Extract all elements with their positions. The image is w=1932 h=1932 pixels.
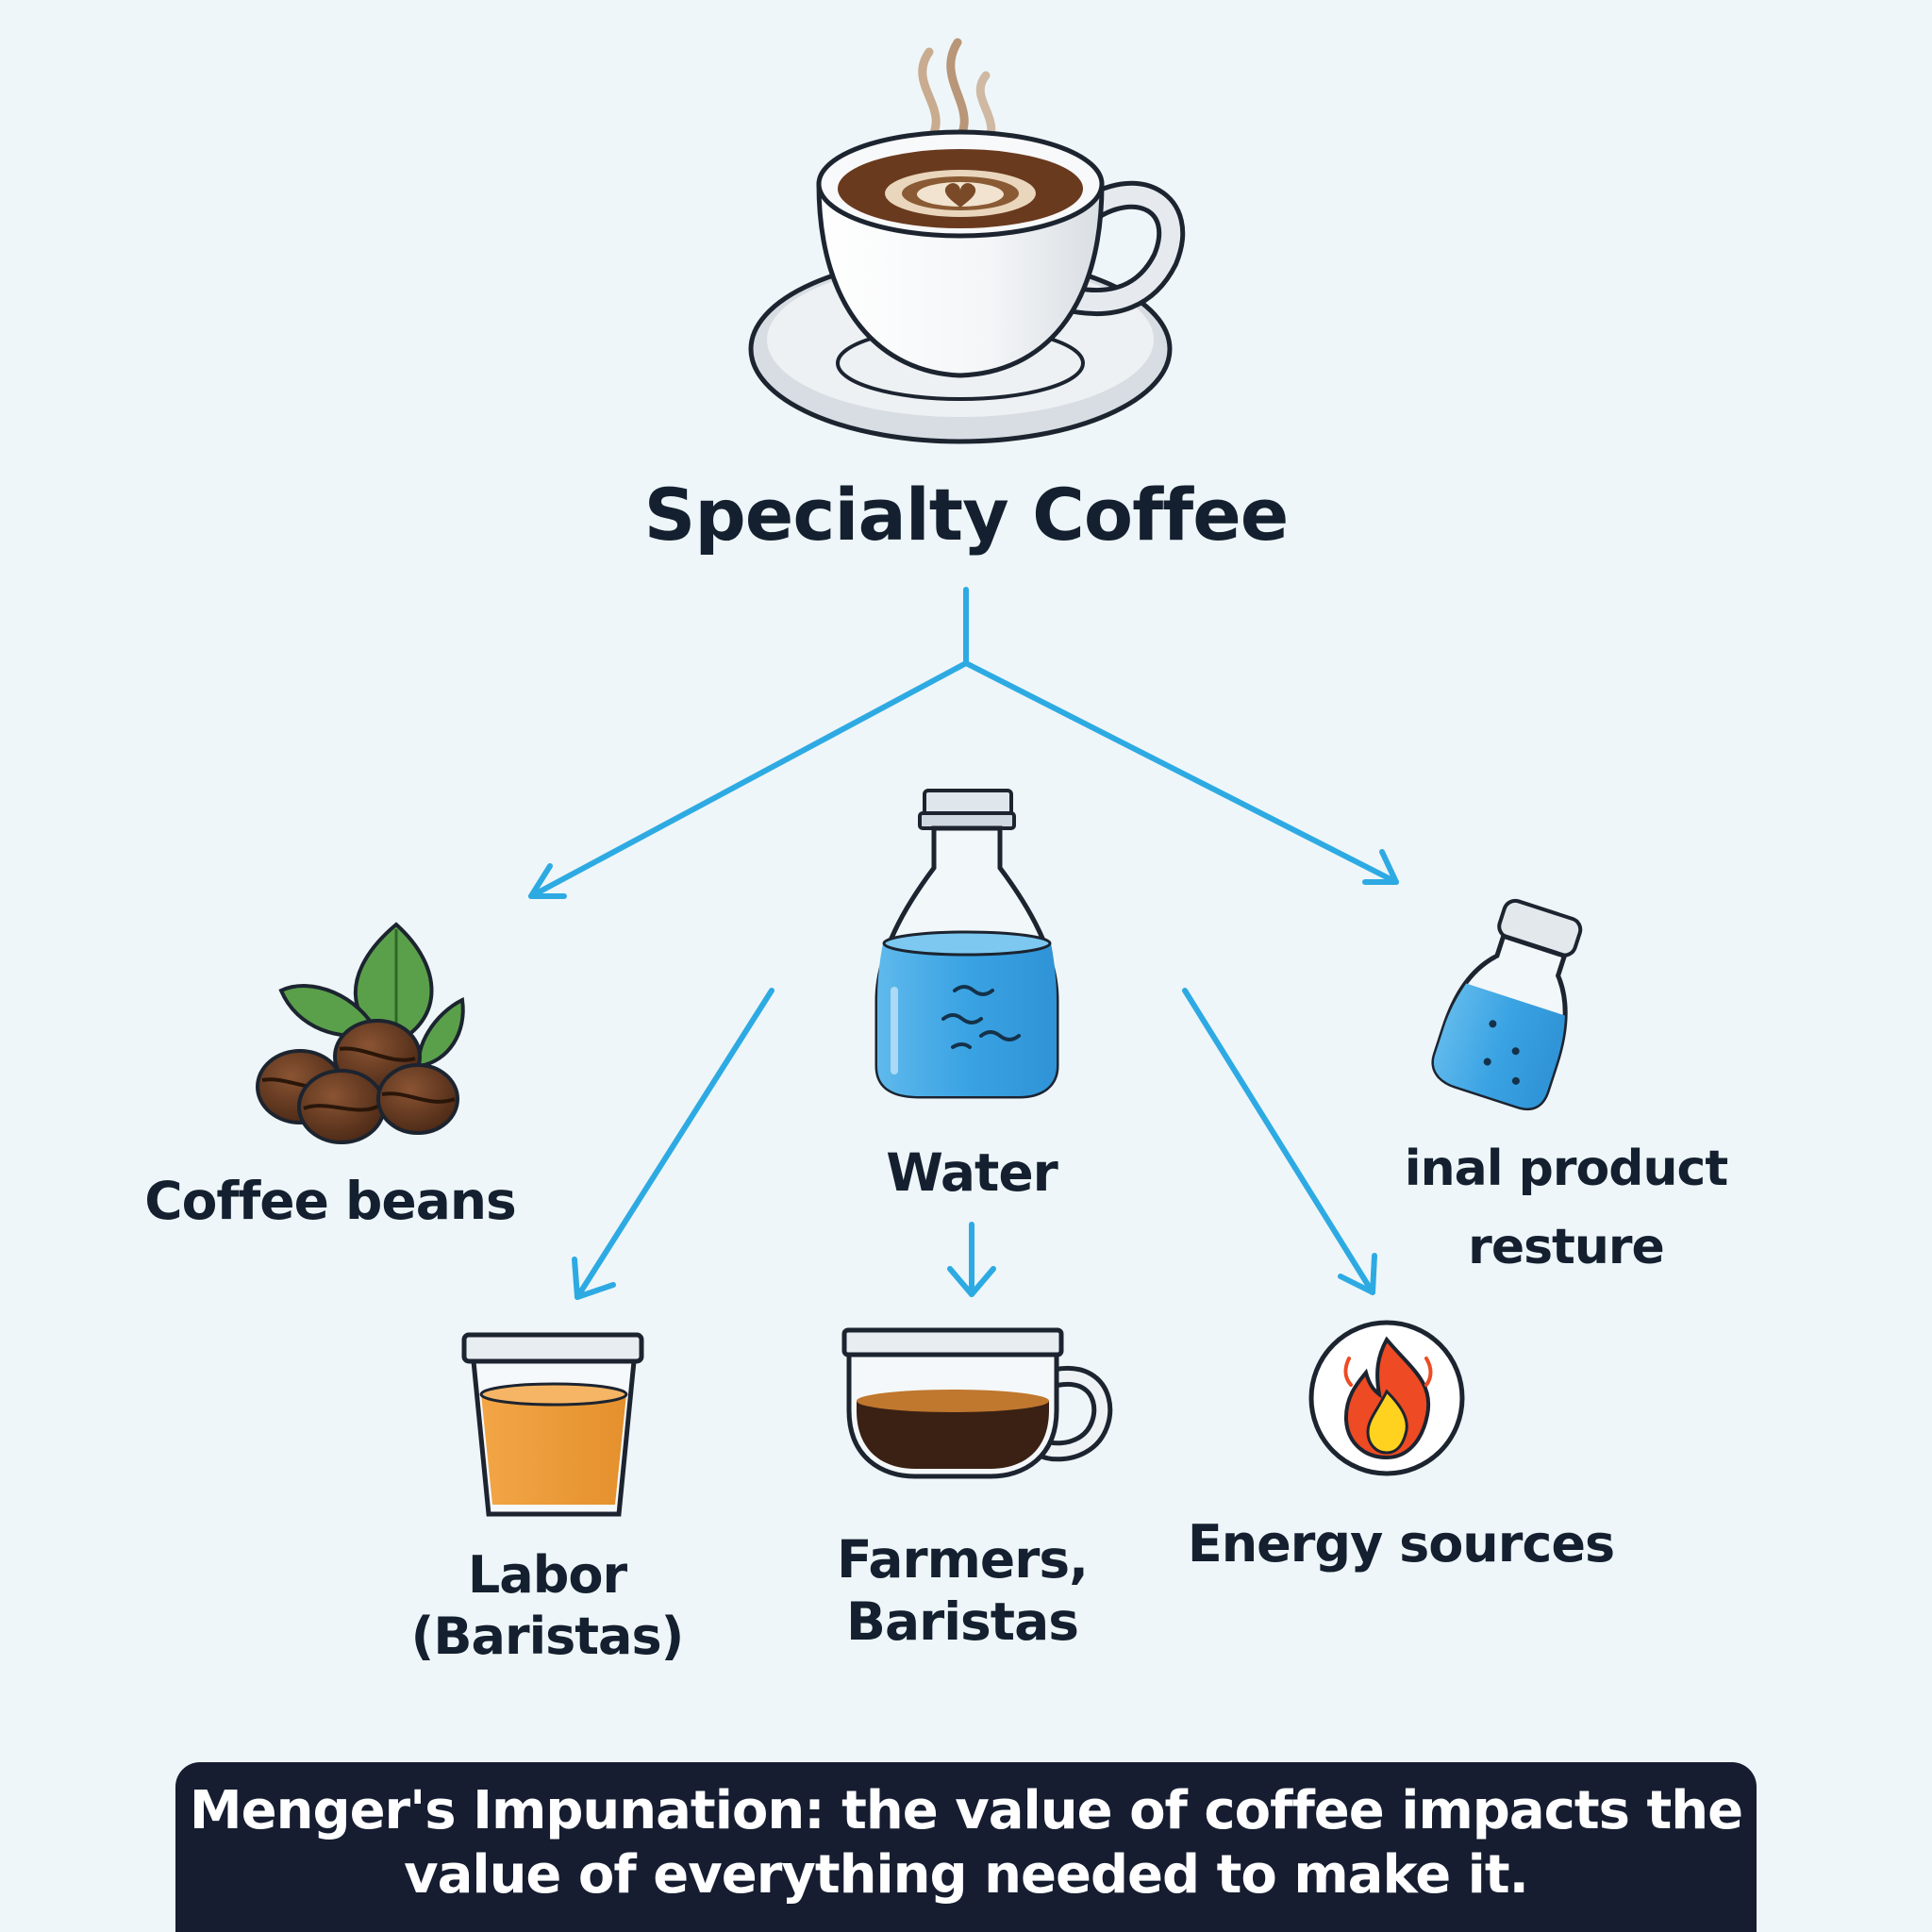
node-label-energy: Energy sources	[1179, 1514, 1623, 1575]
node-label-line: resture	[1468, 1219, 1665, 1276]
glass-mug-icon	[841, 1327, 1113, 1479]
node-label-water: Water	[849, 1141, 1094, 1204]
node-label-line: Farmers,	[837, 1529, 1089, 1590]
node-label-line: inal product	[1404, 1141, 1728, 1197]
coffee-beans-icon	[256, 922, 465, 1144]
node-label-line: Coffee beans	[144, 1171, 516, 1231]
arrows	[528, 587, 1399, 1300]
node-label-final-product: inal product resture	[1377, 1130, 1755, 1287]
node-label-labor: Labor (Baristas)	[377, 1545, 717, 1668]
arrow-to-final-product	[963, 660, 1399, 885]
caption-text: Menger's Impunation: the value of coffee…	[175, 1779, 1757, 1907]
latte-cup-icon	[748, 38, 1186, 444]
small-bottle-icon	[1431, 898, 1583, 1111]
node-label-line: Water	[886, 1142, 1058, 1203]
node-label-line: Labor	[467, 1545, 627, 1605]
arrow-to-energy	[1182, 988, 1375, 1295]
caption-line: Menger's Impunation: the value of coffee…	[189, 1780, 1743, 1841]
node-label-line: Baristas	[846, 1591, 1079, 1652]
arrow-to-coffee-beans	[528, 660, 969, 899]
water-bottle-icon	[874, 789, 1059, 1099]
arrow-to-labor	[575, 988, 774, 1300]
node-label-line: (Baristas)	[410, 1606, 685, 1666]
fire-icon	[1308, 1320, 1465, 1476]
diagram-title: Specialty Coffee	[643, 473, 1290, 557]
cup-icon	[461, 1332, 644, 1517]
node-label-farmers: Farmers, Baristas	[811, 1528, 1113, 1653]
caption-banner: Menger's Impunation: the value of coffee…	[175, 1762, 1757, 1932]
node-label-line: Energy sources	[1187, 1514, 1615, 1574]
caption-line: value of everything needed to make it.	[404, 1844, 1529, 1906]
node-label-coffee-beans: Coffee beans	[142, 1170, 519, 1232]
